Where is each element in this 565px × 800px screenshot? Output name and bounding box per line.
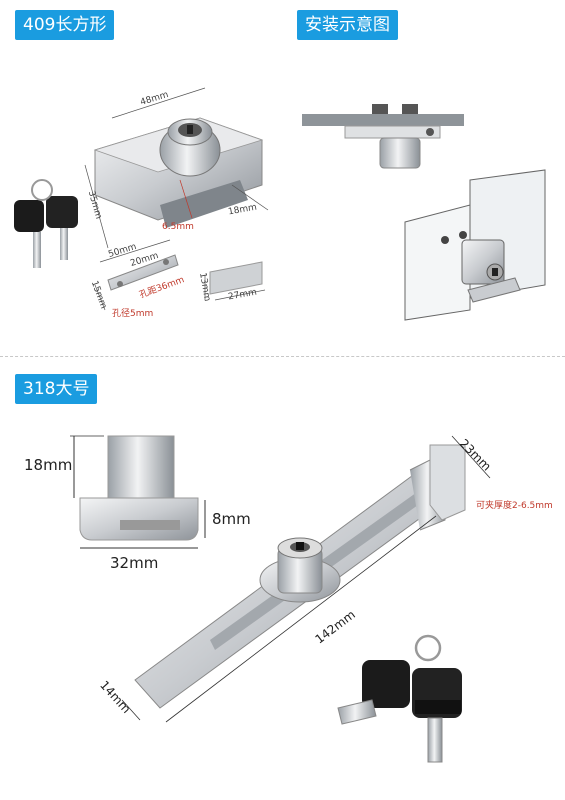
dim-318-18mm: 18mm <box>24 456 73 474</box>
lock-318-bar-illustration <box>134 444 466 709</box>
lock-409-illustration <box>93 117 264 228</box>
mount-plate-illustration <box>94 239 179 311</box>
section-divider <box>0 356 565 357</box>
dim-hole-diameter: 孔径5mm <box>112 309 154 319</box>
install-diagram-door <box>404 169 546 321</box>
section-title-318: 318大号 <box>15 374 98 404</box>
strike-piece-illustration <box>204 261 266 301</box>
dim-6-5mm: 6.5mm <box>162 222 194 232</box>
section-title-409: 409长方形 <box>15 10 115 40</box>
key-409-illustration <box>14 179 78 268</box>
dim-318-32mm: 32mm <box>110 554 159 572</box>
dim-318-8mm: 8mm <box>212 510 251 528</box>
install-diagram-top <box>302 104 464 169</box>
section-title-install-diagram: 安装示意图 <box>297 10 398 40</box>
key-318-illustration <box>337 634 462 763</box>
lock-318-side-illustration <box>79 435 199 541</box>
dim-318-clamp-thickness: 可夹厚度2-6.5mm <box>476 501 553 511</box>
